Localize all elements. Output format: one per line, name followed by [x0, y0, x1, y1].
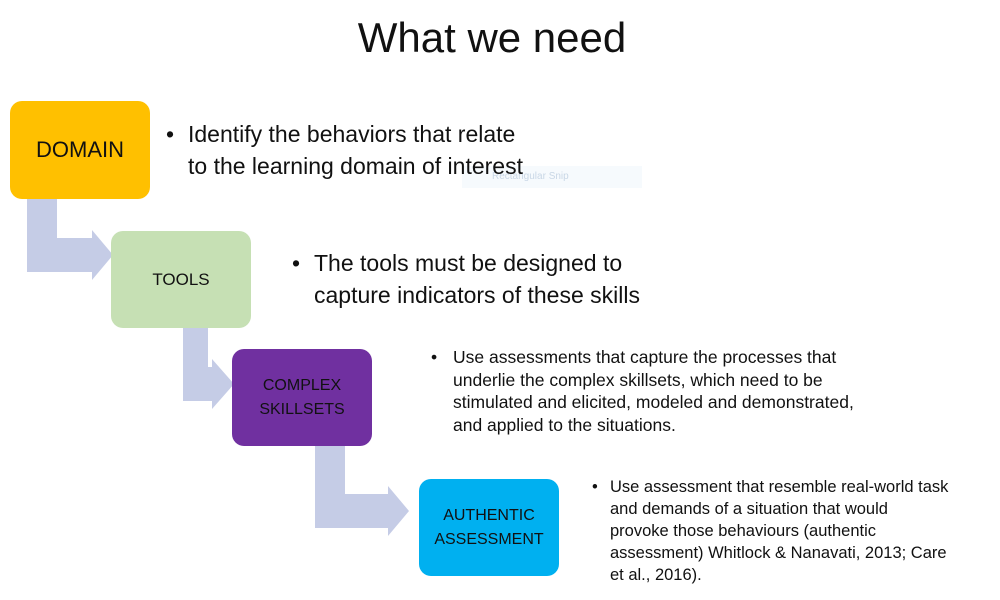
step-box-complex-skillsets: COMPLEX SKILLSETS	[232, 349, 372, 446]
bullet-domain-text: Identify the behaviors that relate to th…	[188, 118, 606, 182]
bullet-line: capture indicators of these skills	[314, 282, 640, 308]
bullet-domain: • Identify the behaviors that relate to …	[166, 118, 606, 182]
step-label-complex-line2: SKILLSETS	[259, 400, 345, 418]
step-label-domain: DOMAIN	[36, 137, 124, 162]
bullet-tools-text: The tools must be designed to capture in…	[314, 247, 732, 311]
arrow-tools-to-complex	[183, 328, 234, 409]
bullet-dot: •	[431, 347, 438, 367]
bullet-line: Use assessment that resemble real-world …	[610, 478, 949, 496]
bullet-dot: •	[166, 121, 175, 147]
slide-title: What we need	[357, 14, 627, 61]
snip-tooltip-ghost: Rectangular Snip	[462, 166, 642, 188]
bullet-line: Use assessments that capture the process…	[453, 347, 837, 367]
bullet-authentic-text: Use assessment that resemble real-world …	[610, 476, 1000, 586]
step-label-authentic-line2: ASSESSMENT	[434, 530, 544, 548]
bullet-line: provoke those behaviours (authentic	[610, 522, 876, 540]
bullet-authentic-assessment: • Use assessment that resemble real-worl…	[592, 476, 1000, 586]
bullet-complex-text: Use assessments that capture the process…	[453, 346, 966, 436]
bullet-line: The tools must be designed to	[314, 250, 623, 276]
bullet-dot: •	[292, 250, 301, 276]
bullet-line: underlie the complex skillsets, which ne…	[453, 369, 823, 390]
step-label-complex-line1: COMPLEX	[262, 376, 342, 394]
bullet-line: and demands of a situation that would	[610, 500, 888, 518]
step-box-domain: DOMAIN	[10, 101, 150, 199]
arrow-complex-to-authentic	[315, 446, 409, 536]
step-box-authentic-assessment: AUTHENTIC ASSESSMENT	[419, 479, 559, 576]
bullet-line: to the learning domain of interest	[188, 153, 523, 179]
bullet-line: Identify the behaviors that relate	[188, 121, 516, 147]
bullet-line: assessment) Whitlock & Nanavati, 2013; C…	[610, 544, 947, 562]
bullet-complex-skillsets: • Use assessments that capture the proce…	[431, 346, 966, 436]
step-label-tools: TOOLS	[152, 269, 210, 289]
step-box-tools: TOOLS	[111, 231, 251, 328]
bullet-tools: • The tools must be designed to capture …	[292, 247, 732, 311]
bullet-dot: •	[592, 478, 598, 496]
bullet-line: stimulated and elicited, modeled and dem…	[453, 392, 854, 412]
arrow-domain-to-tools	[27, 199, 113, 280]
bullet-line: and applied to the situations.	[453, 414, 676, 435]
step-label-authentic-line1: AUTHENTIC	[443, 506, 535, 524]
bullet-line: et al., 2016).	[610, 566, 702, 584]
